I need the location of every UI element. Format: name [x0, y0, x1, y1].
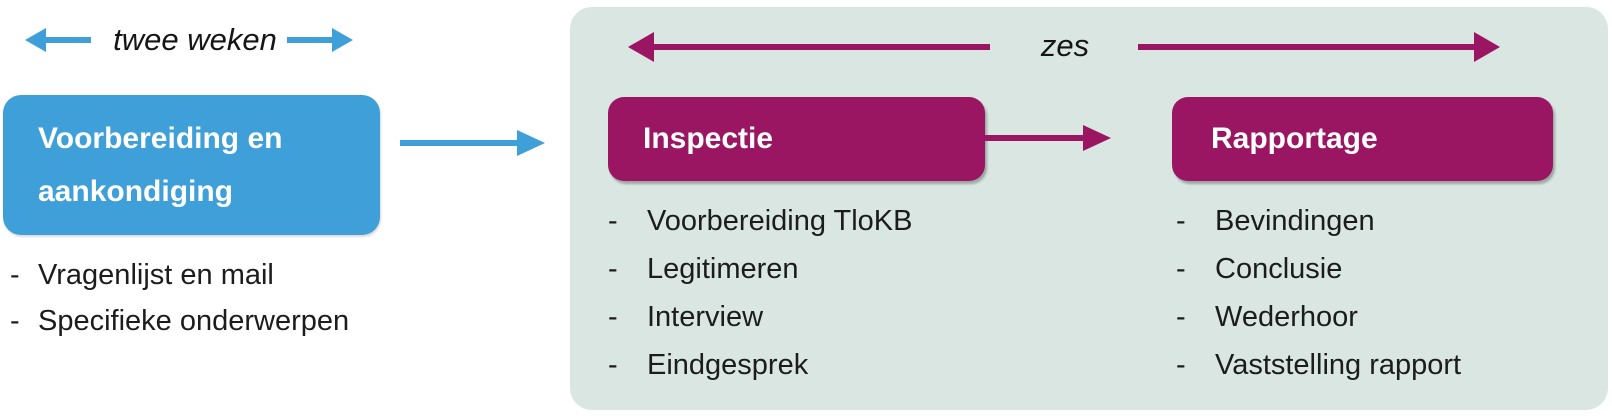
dash-marker: - — [608, 252, 618, 285]
two-weeks-label: twee weken — [113, 22, 277, 57]
six-left-arrow-icon — [628, 32, 990, 62]
list-item-label: Vaststelling rapport — [1215, 348, 1462, 381]
dash-marker: - — [1176, 300, 1186, 333]
dash-marker: - — [608, 348, 618, 381]
rapportage-list: - Bevindingen - Conclusie - Wederhoor - … — [1176, 197, 1461, 389]
list-item: - Vragenlijst en mail — [10, 252, 349, 298]
list-item: - Vaststelling rapport — [1176, 341, 1461, 389]
dash-marker: - — [608, 204, 618, 237]
rapportage-box: Rapportage — [1172, 97, 1553, 181]
list-item: - Interview — [608, 293, 912, 341]
list-item: - Legitimeren — [608, 245, 912, 293]
dash-marker: - — [10, 258, 20, 291]
dash-marker: - — [1176, 252, 1186, 285]
list-item-label: Voorbereiding TloKB — [647, 204, 913, 237]
voorbereiding-box: Voorbereiding en aankondiging — [3, 95, 380, 235]
rapportage-box-title: Rapportage — [1211, 122, 1378, 155]
list-item: - Voorbereiding TloKB — [608, 197, 912, 245]
list-item-label: Wederhoor — [1215, 300, 1358, 333]
two-weeks-left-arrow-icon — [25, 28, 91, 52]
voorbereiding-list: - Vragenlijst en mail - Specifieke onder… — [10, 252, 349, 344]
dash-marker: - — [608, 300, 618, 333]
flow-arrow-blue-icon — [400, 130, 545, 156]
list-item-label: Specifieke onderwerpen — [38, 304, 350, 337]
inspectie-list: - Voorbereiding TloKB - Legitimeren - In… — [608, 197, 912, 389]
list-item-label: Conclusie — [1215, 252, 1343, 285]
list-item: - Bevindingen — [1176, 197, 1461, 245]
dash-marker: - — [1176, 348, 1186, 381]
list-item-label: Eindgesprek — [647, 348, 809, 381]
list-item: - Wederhoor — [1176, 293, 1461, 341]
list-item: - Eindgesprek — [608, 341, 912, 389]
flow-arrow-magenta-icon — [984, 125, 1111, 151]
inspection-phase-panel: zes Inspectie Rapportage - Voorbereiding… — [570, 7, 1608, 410]
inspectie-box-title: Inspectie — [643, 122, 774, 155]
inspectie-box: Inspectie — [608, 97, 985, 181]
two-weeks-right-arrow-icon — [287, 28, 353, 52]
list-item-label: Interview — [647, 300, 764, 333]
six-right-arrow-icon — [1138, 32, 1500, 62]
list-item-label: Legitimeren — [647, 252, 799, 285]
list-item: - Specifieke onderwerpen — [10, 298, 349, 344]
dash-marker: - — [10, 304, 20, 337]
six-weeks-label: zes — [1040, 28, 1090, 63]
voorbereiding-box-title: Voorbereiding en aankondiging — [38, 122, 283, 208]
list-item-label: Bevindingen — [1215, 204, 1375, 237]
list-item: - Conclusie — [1176, 245, 1461, 293]
list-item-label: Vragenlijst en mail — [38, 258, 274, 291]
dash-marker: - — [1176, 204, 1186, 237]
